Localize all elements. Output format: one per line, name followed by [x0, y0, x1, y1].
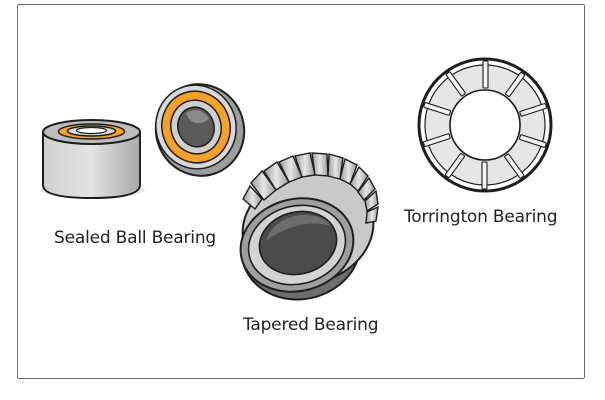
torrington-bearing-icon [417, 57, 553, 193]
sealed-ball-bearing-label: Sealed Ball Bearing [54, 228, 216, 248]
sealed-ball-bearing-front-icon [154, 83, 246, 177]
tapered-bearing-icon [239, 152, 379, 301]
tapered-bearing-label: Tapered Bearing [243, 315, 379, 335]
sealed-ball-bearing-icon [41, 119, 145, 200]
torrington-needle-rollers [422, 60, 548, 190]
tapered-rollers [242, 152, 379, 224]
torrington-bearing-label: Torrington Bearing [404, 207, 558, 227]
